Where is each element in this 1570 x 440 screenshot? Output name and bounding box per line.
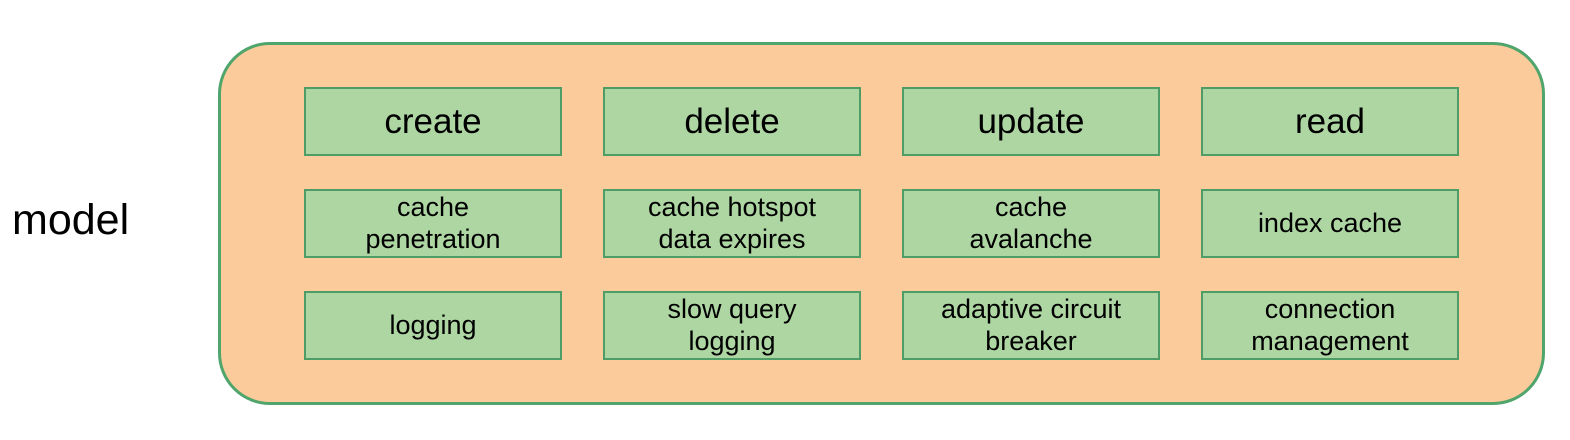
box-label: update — [977, 101, 1085, 141]
box-label-line: breaker — [985, 325, 1077, 356]
box-connection-management: connection management — [1201, 291, 1459, 360]
box-label-line: cache hotspot — [647, 191, 817, 222]
box-label: read — [1294, 101, 1366, 141]
box-cache-penetration: cache penetration — [304, 189, 562, 258]
model-container: create delete update read cache penetrat… — [218, 42, 1545, 405]
model-label: model — [12, 196, 130, 244]
box-label-line: index cache — [1257, 207, 1403, 238]
box-label-line: avalanche — [969, 223, 1093, 254]
box-label-line: logging — [389, 309, 477, 340]
box-label-line: cache — [396, 191, 470, 222]
box-logging: logging — [304, 291, 562, 360]
box-label-line: adaptive circuit — [940, 293, 1122, 324]
box-label-line: connection — [1264, 293, 1396, 324]
box-cache-hotspot-data-expires: cache hotspot data expires — [603, 189, 861, 258]
box-label-line: slow query — [667, 293, 797, 324]
box-label-line: cache — [994, 191, 1068, 222]
box-label: delete — [684, 101, 780, 141]
box-create: create — [304, 87, 562, 156]
box-label-line: data expires — [658, 223, 806, 254]
box-label-line: logging — [688, 325, 776, 356]
box-cache-avalanche: cache avalanche — [902, 189, 1160, 258]
operations-grid: create delete update read cache penetrat… — [304, 87, 1459, 360]
box-label: create — [384, 101, 482, 141]
box-delete: delete — [603, 87, 861, 156]
box-slow-query-logging: slow query logging — [603, 291, 861, 360]
box-label-line: penetration — [365, 223, 501, 254]
box-read: read — [1201, 87, 1459, 156]
box-adaptive-circuit-breaker: adaptive circuit breaker — [902, 291, 1160, 360]
box-label-line: management — [1251, 325, 1409, 356]
box-update: update — [902, 87, 1160, 156]
box-index-cache: index cache — [1201, 189, 1459, 258]
